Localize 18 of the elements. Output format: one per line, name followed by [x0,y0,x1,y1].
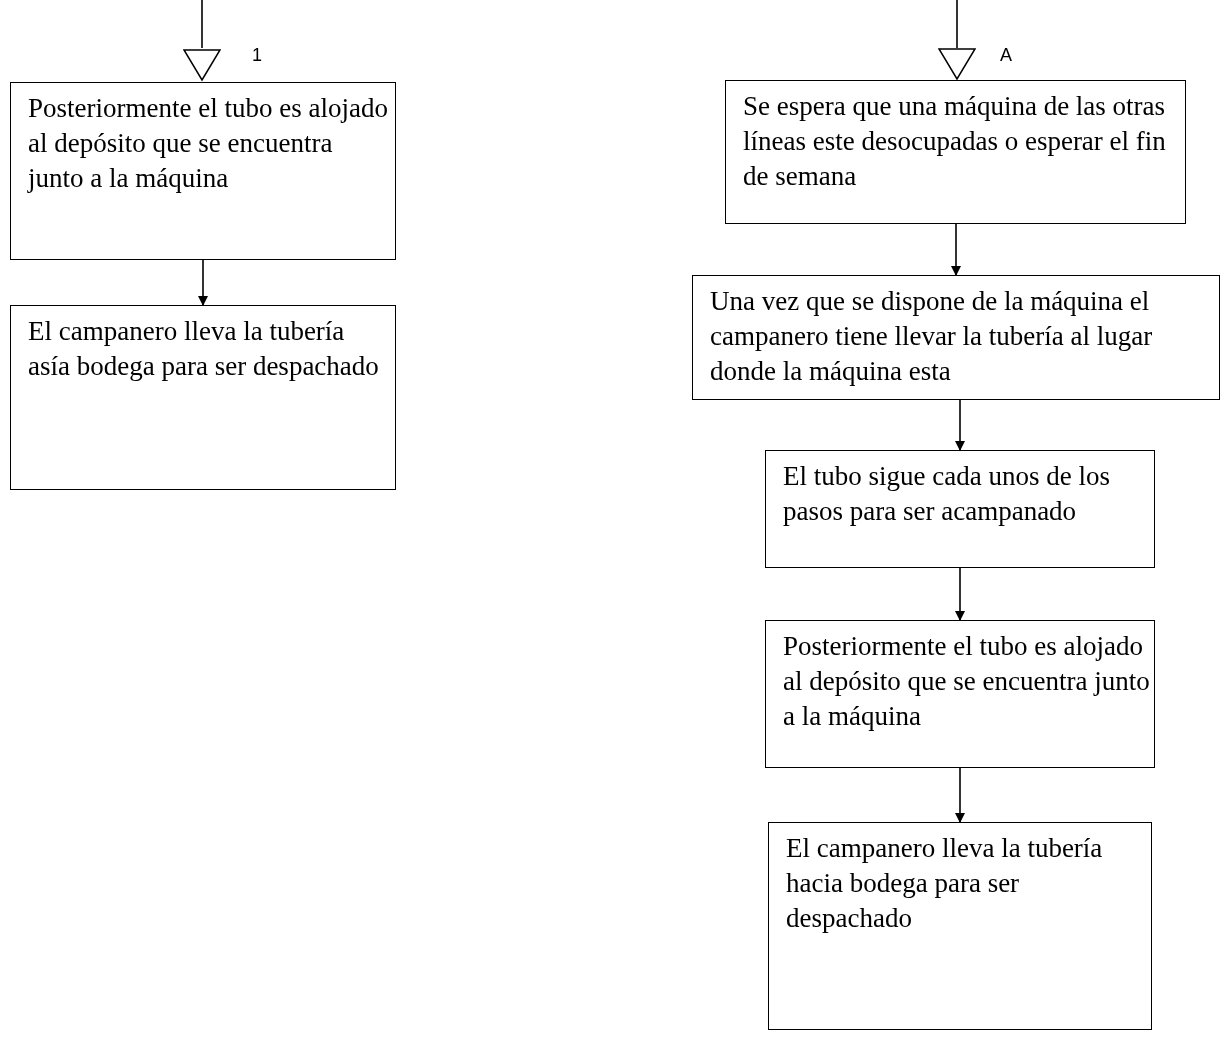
connector-label: A [1000,44,1012,66]
arrow [951,223,961,276]
connector-line [956,0,958,49]
merge-triangle [183,48,221,82]
arrow [955,567,965,621]
process-box: Posteriormente el tubo es alojado al depósito que se encuentra junto a la máquina [765,620,1155,768]
arrow [198,259,208,306]
process-box: El tubo sigue cada unos de los pasos para ser acampanado [765,450,1155,568]
process-box: Posteriormente el tubo es alojado al depósito que se encuentra junto a la máquina [10,82,396,260]
arrow [955,399,965,451]
process-box: Se espera que una máquina de las otras líneas este desocupadas o esperar el fin de semana [725,80,1186,224]
process-box: Una vez que se dispone de la máquina el campanero tiene llevar la tubería al lugar donde la máquina esta [692,275,1220,400]
arrow [955,767,965,823]
process-box: El campanero lleva la tubería hacia bodega para ser despachado [768,822,1152,1030]
connector-label: 1 [252,44,262,66]
process-box: El campanero lleva la tubería asía bodega para ser despachado [10,305,396,490]
connector-line [201,0,203,49]
merge-triangle [938,48,976,80]
